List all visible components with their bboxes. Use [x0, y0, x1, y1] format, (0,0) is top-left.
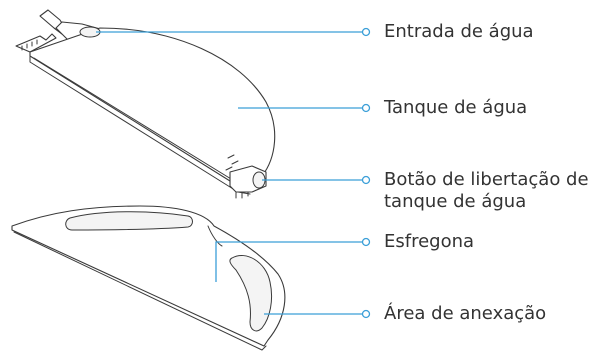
callout-line-mop [215, 241, 366, 282]
label-attachment-area: Área de anexação [384, 303, 547, 324]
callout-lines [96, 27, 371, 319]
tank-top-rim [33, 57, 237, 183]
label-water-inlet: Entrada de água [384, 21, 534, 42]
label-tank-release-line2: tanque de água [384, 191, 527, 212]
tank-slot-marks [225, 154, 239, 171]
callout-dot-water-tank [361, 103, 371, 113]
tank-bottom-edge [29, 55, 251, 195]
mop-notch [207, 225, 223, 247]
callout-dot-water-inlet [361, 27, 371, 37]
release-button-feet [235, 191, 249, 199]
mop-pad-edge [13, 231, 267, 351]
callout-dot-release [361, 175, 371, 185]
label-tank-release-line1: Botão de libertação de [384, 169, 589, 190]
callout-dot-attachment [361, 309, 371, 319]
mop-illustration [11, 205, 286, 351]
tank-clip-teeth [21, 39, 38, 51]
label-water-tank: Tanque de água [384, 97, 528, 118]
callout-dot-mop [361, 237, 371, 247]
mop-top-slot [65, 211, 193, 231]
water-tank-illustration [15, 9, 276, 199]
label-mop: Esfregona [384, 231, 475, 252]
mop-side-slot [229, 255, 273, 332]
